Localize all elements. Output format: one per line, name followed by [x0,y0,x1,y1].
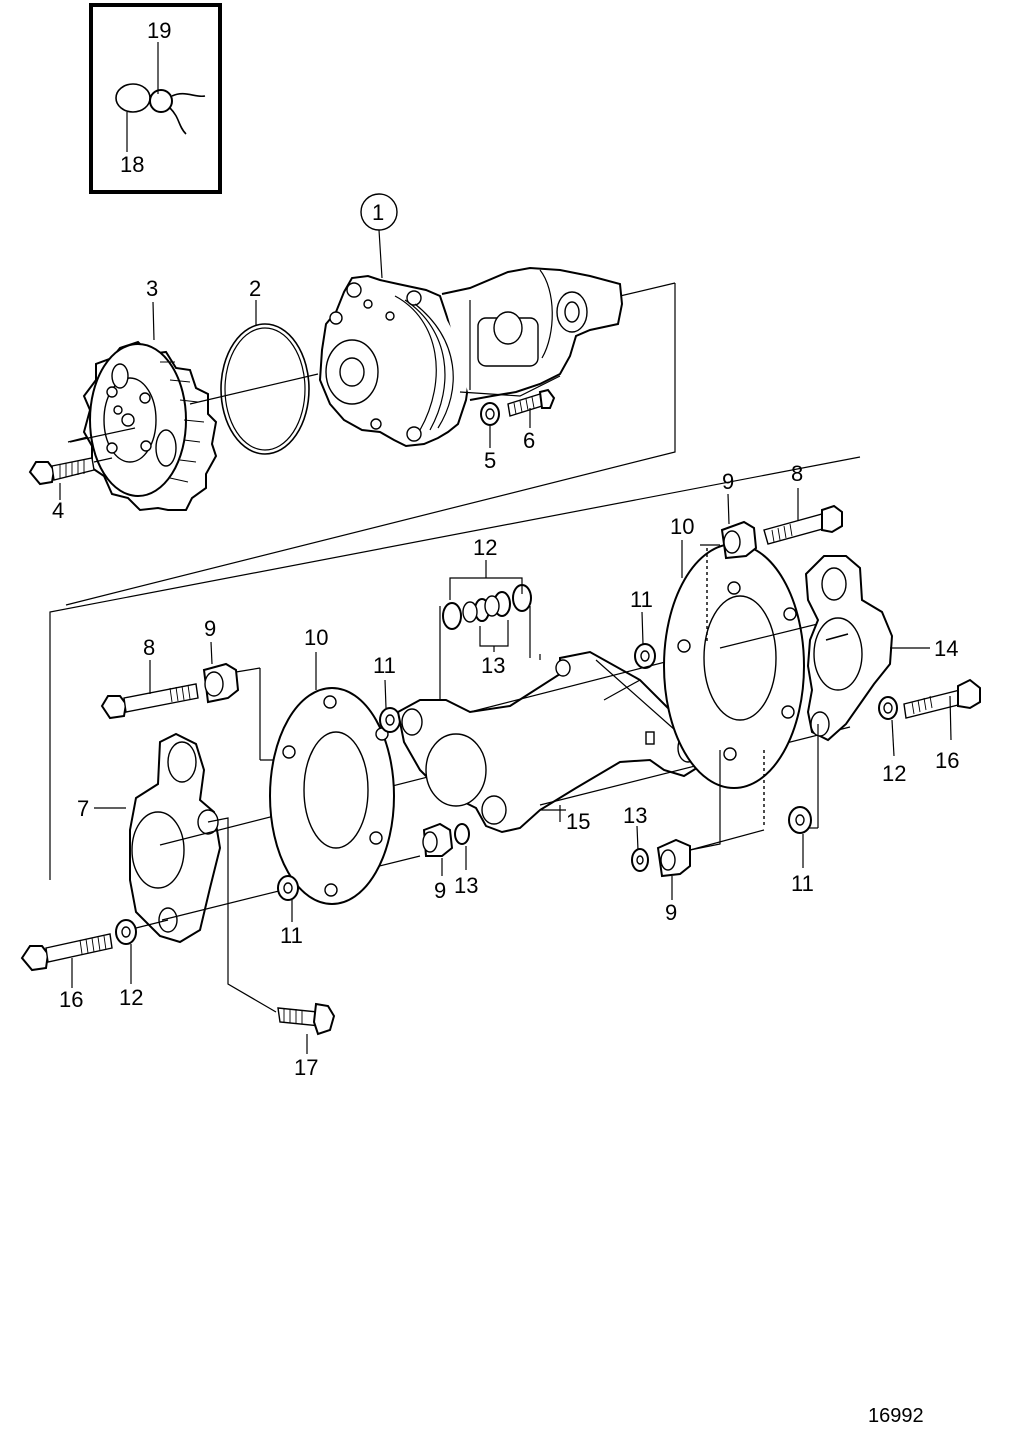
washer-part-12-left [115,919,137,984]
nut-part-9-upper-right [720,493,758,560]
callout-9-upper-right: 9 [722,469,734,494]
arm-bracket-part-15 [396,650,708,834]
lower-group-frame [49,456,861,880]
washer-part-12-right [878,696,898,757]
callout-10-left: 10 [304,625,328,650]
washer-part-11-upper-right [634,611,656,669]
callout-1: 1 [372,200,384,225]
callout-3: 3 [146,276,158,301]
callout-16-right: 16 [935,748,959,773]
callout-8-left: 8 [143,635,155,660]
washer-part-13-lower-right [631,825,649,872]
bolt-part-8-left [100,660,199,720]
bolt-part-17 [277,1002,336,1054]
callout-11-upper-right: 11 [630,587,653,612]
callout-19: 19 [147,18,171,43]
callout-9-lower-right: 9 [665,900,677,925]
o-ring-small-part-18 [115,83,151,113]
bolt-part-16-right [903,678,981,741]
callout-12-right: 12 [882,761,906,786]
callout-labels: 3 2 4 5 6 7 8 8 9 9 9 9 10 10 11 11 11 1… [52,276,959,1080]
washer-part-5 [480,402,500,448]
callout-2: 2 [249,276,261,301]
callout-13-center: 13 [481,653,505,678]
washer-part-11-upper-left [379,679,401,733]
washer-group-part-12-center [442,560,532,652]
nut-part-9-lower-right [656,838,691,900]
nut-part-9-left [202,641,240,704]
plate-part-10-left [269,652,395,905]
washer-part-11-lower-left [277,875,299,922]
callout-14: 14 [934,636,958,661]
callout-15: 15 [566,809,590,834]
bolt-part-8-right [763,488,843,545]
callout-16-left: 16 [59,987,83,1012]
callout-12-left: 12 [119,985,143,1010]
callout-13-lower-center: 13 [454,873,478,898]
callout-4: 4 [52,498,64,523]
callout-9-center: 9 [434,878,446,903]
callout-12-center: 12 [473,535,497,560]
seal-part-19 [149,89,206,135]
callout-6: 6 [523,428,535,453]
callout-5: 5 [484,448,496,473]
plate-part-10-right [663,540,805,828]
inset-box: 19 18 [89,3,222,194]
washer-part-11-lower-right [788,806,812,868]
pump-assembly-part-1: 1 [318,193,624,448]
callout-11-lower-left: 11 [280,923,303,948]
callout-13-lower-right: 13 [623,803,647,828]
callout-18: 18 [120,152,144,177]
drawing-number: 16992 [868,1405,924,1427]
callout-9-left: 9 [204,616,216,641]
o-ring-part-2 [220,300,310,455]
bolt-part-16-left [20,933,113,988]
callout-11-upper-left: 11 [373,653,396,678]
bracket-part-14 [804,555,930,742]
callout-17: 17 [294,1055,318,1080]
callout-11-lower-right: 11 [791,871,814,896]
callout-8-right: 8 [791,461,803,486]
bolt-part-4 [28,457,95,500]
nut-part-9-center [422,822,454,876]
callout-7: 7 [77,796,89,821]
toothed-pulley-part-3 [82,340,218,512]
bolt-part-6 [507,388,556,428]
callout-10-right: 10 [670,514,694,539]
washer-part-13-center [454,823,470,870]
bracket-part-7 [94,732,222,944]
